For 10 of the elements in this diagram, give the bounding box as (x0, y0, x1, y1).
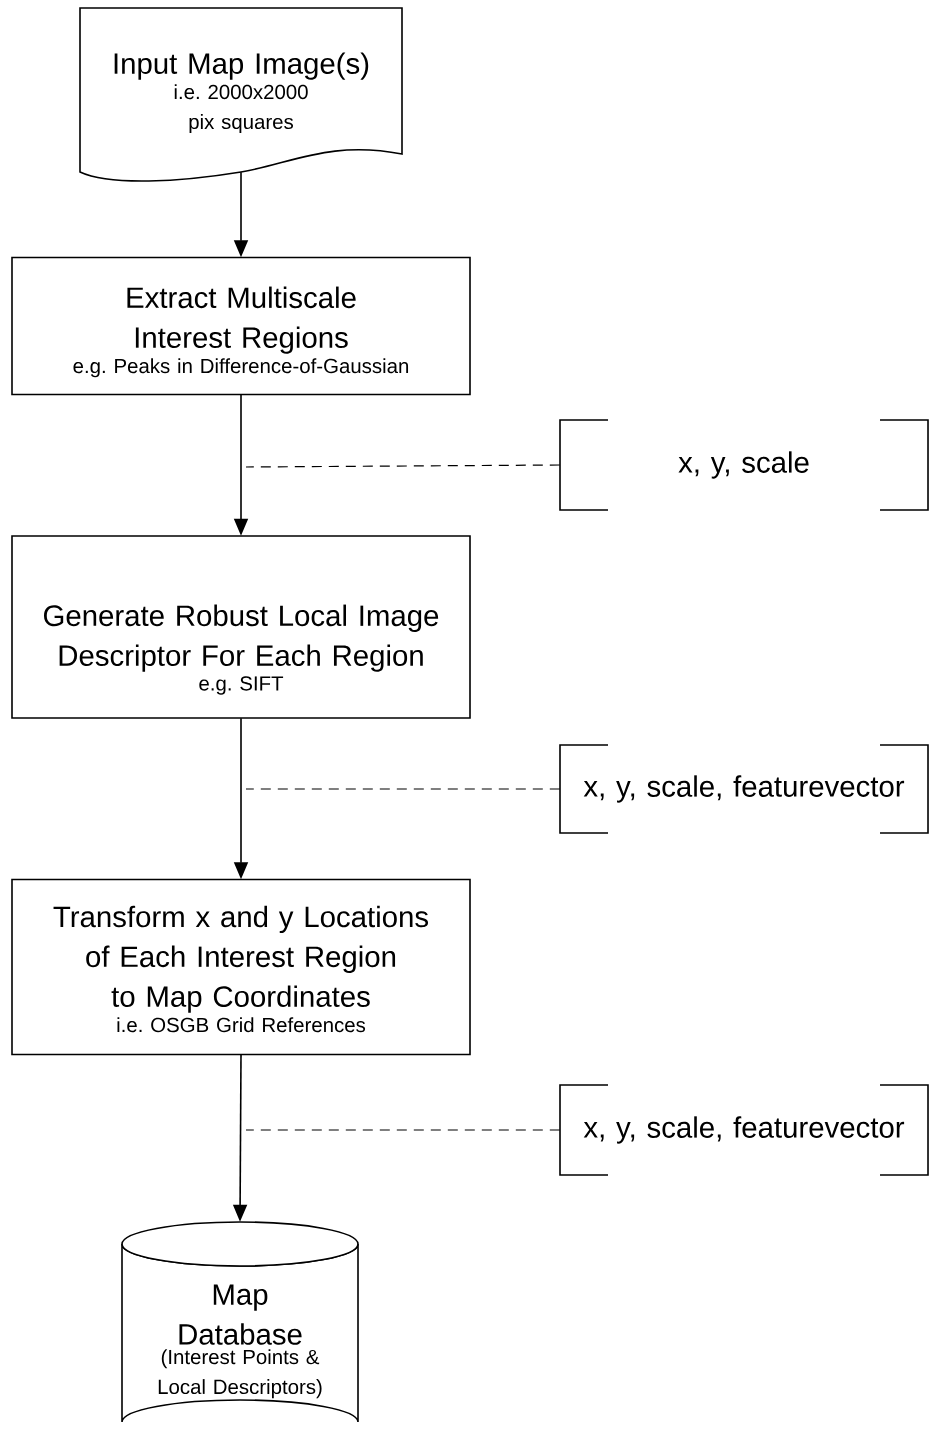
dashed-line (245, 464, 561, 468)
annotation-bracket: x, y, scale (559, 419, 929, 511)
dashed-line (245, 1129, 561, 1131)
database-cylinder: Map Database (Interest Points & Local Descriptors) (121, 1221, 359, 1423)
annotation-bracket: x, y, scale, featurevector (559, 1084, 929, 1176)
process-box: Transform x and y Locations of Each Interest Region to Map Coordinates i.e. OSGB Grid References (11, 878, 471, 1056)
process-box: Generate Robust Local Image Descriptor For Each Region e.g. SIFT (11, 535, 471, 719)
dashed-line (245, 788, 561, 790)
annotation-bracket: x, y, scale, featurevector (559, 744, 929, 834)
process-box: Extract Multiscale Interest Regions e.g. Peaks in Difference-of-Gaussian (11, 256, 471, 396)
